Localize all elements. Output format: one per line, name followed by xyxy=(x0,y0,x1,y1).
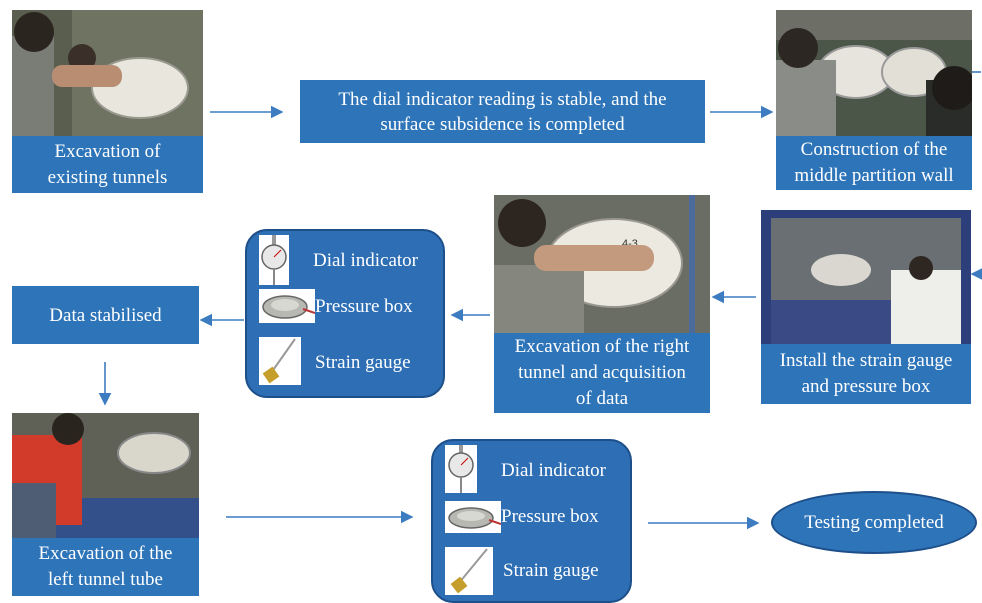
photo-excavation-existing xyxy=(12,10,203,136)
dial-indicator-icon xyxy=(445,445,477,493)
step-data-stabilised: Data stabilised xyxy=(12,286,199,344)
photo-middle-wall xyxy=(776,10,972,136)
photo-install-gauge xyxy=(761,210,971,344)
strain-gauge-icon xyxy=(445,547,493,595)
step-middle-wall: Construction of the middle partition wal… xyxy=(776,136,972,190)
instrument-panel-bottom: Dial indicator Pressure box Strain gauge xyxy=(431,439,632,603)
dial-indicator-label: Dial indicator xyxy=(313,250,418,271)
pressure-box-icon xyxy=(259,289,315,323)
step-dial-stable: The dial indicator reading is stable, an… xyxy=(300,80,705,143)
strain-gauge-label: Strain gauge xyxy=(503,560,599,581)
photo-left-tunnel xyxy=(12,413,199,538)
instrument-panel-top: Dial indicator Pressure box Strain gauge xyxy=(245,229,445,398)
pressure-box-label: Pressure box xyxy=(501,506,599,527)
strain-gauge-label: Strain gauge xyxy=(315,352,411,373)
dial-indicator-icon xyxy=(259,235,289,285)
step-install-gauge: Install the strain gauge and pressure bo… xyxy=(761,344,971,404)
step-testing-completed: Testing completed xyxy=(771,491,977,554)
step-right-tunnel: Excavation of the right tunnel and acqui… xyxy=(494,333,710,413)
step-excavation-existing: Excavation of existing tunnels xyxy=(12,136,203,193)
step-left-tunnel: Excavation of the left tunnel tube xyxy=(12,538,199,596)
pressure-box-icon xyxy=(445,501,501,533)
pressure-box-label: Pressure box xyxy=(315,296,413,317)
strain-gauge-icon xyxy=(259,337,301,385)
dial-indicator-label: Dial indicator xyxy=(501,460,606,481)
photo-right-tunnel: 4-3 xyxy=(494,195,710,333)
